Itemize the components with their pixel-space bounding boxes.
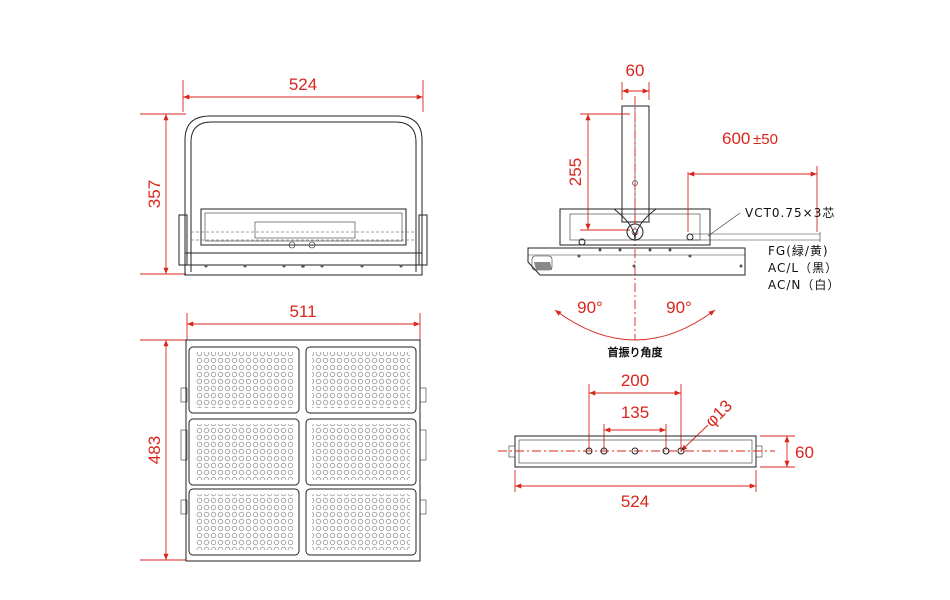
cable-spec-label: VCT0.75×3芯 — [745, 206, 835, 220]
led-module-grid — [188, 346, 417, 556]
bracket-view: 200 135 φ13 60 524 — [498, 371, 814, 511]
angle-right-label: 90° — [666, 298, 692, 317]
bracket-length-label: 524 — [621, 492, 649, 511]
side-view: 60 255 — [527, 61, 840, 359]
hole-diameter-label: φ13 — [701, 396, 736, 431]
top-width-label: 511 — [289, 302, 316, 321]
front-view: 524 357 — [140, 75, 428, 276]
top-height-label: 483 — [145, 436, 164, 464]
angle-caption: 首振り角度 — [608, 345, 664, 359]
cable-length-label: 600 — [722, 129, 750, 148]
wire-acn-label: AC/N（白） — [768, 277, 840, 292]
pole-width-label: 60 — [626, 61, 645, 80]
cable-tolerance-label: ±50 — [753, 131, 778, 148]
front-height-label: 357 — [145, 180, 164, 208]
wire-fg-label: FG(緑/黄) — [768, 243, 829, 258]
wire-acl-label: AC/L（黒） — [768, 261, 838, 275]
angle-left-label: 90° — [577, 298, 603, 317]
pole-height-label: 255 — [566, 158, 585, 186]
bracket-height-label: 60 — [795, 443, 814, 462]
hole-pitch-inner-label: 135 — [621, 403, 649, 422]
hole-pitch-outer-label: 200 — [621, 371, 649, 390]
front-width-label: 524 — [289, 75, 317, 94]
top-view: 511 483 — [140, 302, 427, 562]
